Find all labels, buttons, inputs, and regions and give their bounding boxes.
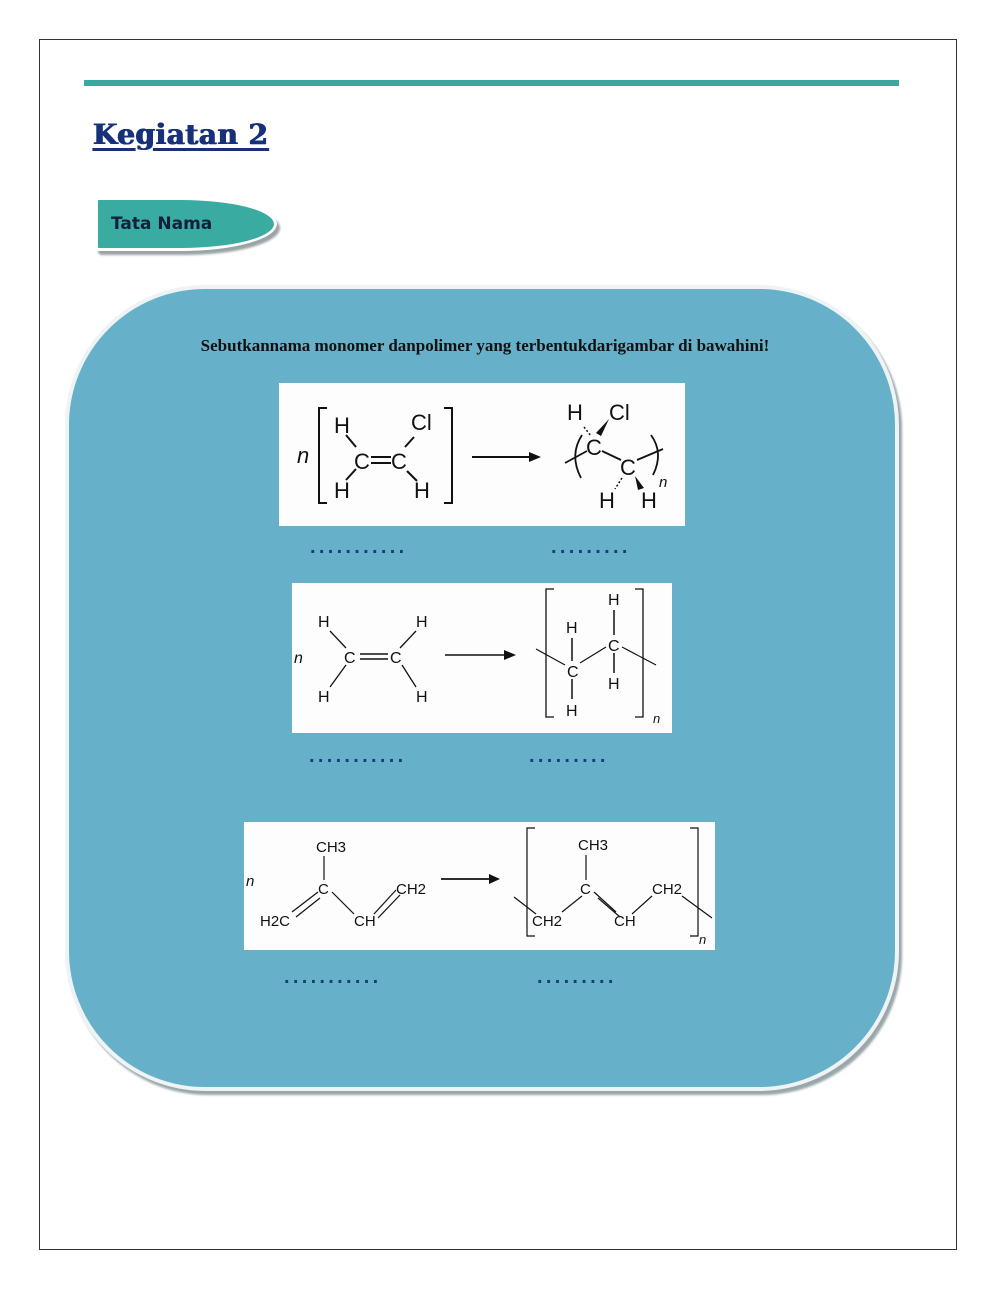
svg-text:CH3: CH3 <box>578 837 608 854</box>
polymer-answer-blank-3[interactable]: ......... <box>537 966 617 988</box>
svg-text:C: C <box>608 638 620 655</box>
monomer-answer-blank-1[interactable]: ........... <box>310 536 408 558</box>
reaction-image-ethylene: n H H C C H H H H C C H H n <box>292 583 672 733</box>
svg-text:H: H <box>416 614 428 631</box>
svg-text:n: n <box>659 474 667 491</box>
header-divider <box>84 80 899 86</box>
svg-text:CH3: CH3 <box>316 839 346 856</box>
reaction-image-vinyl-chloride: n H Cl C C H H H Cl C C H H n <box>279 383 685 526</box>
svg-text:H: H <box>318 689 330 706</box>
monomer-answer-blank-2[interactable]: ........... <box>309 745 407 767</box>
page-border <box>39 39 957 1250</box>
ethylene-structure: n H H C C H H H H C C H H n <box>294 588 660 726</box>
svg-text:H: H <box>608 676 620 693</box>
svg-text:n: n <box>246 873 254 890</box>
svg-text:C: C <box>318 881 329 898</box>
svg-text:H: H <box>334 478 350 503</box>
vinyl-chloride-structure: n H Cl C C H H H Cl C C H H n <box>297 400 667 513</box>
svg-text:Cl: Cl <box>411 410 432 435</box>
svg-text:H: H <box>566 620 578 637</box>
svg-text:H: H <box>608 592 620 609</box>
svg-text:H: H <box>414 478 430 503</box>
polymer-answer-blank-1[interactable]: ......... <box>551 536 631 558</box>
svg-text:H: H <box>318 614 330 631</box>
coefficient-n: n <box>297 443 309 468</box>
svg-text:C: C <box>390 650 402 667</box>
svg-text:C: C <box>391 449 407 474</box>
svg-text:n: n <box>699 932 706 947</box>
svg-text:H2C: H2C <box>260 913 290 930</box>
page-title: Kegiatan 2 <box>93 118 269 151</box>
svg-text:Cl: Cl <box>609 400 630 425</box>
svg-text:C: C <box>344 650 356 667</box>
instruction-text: Sebutkannama monomer danpolimer yang ter… <box>200 336 770 355</box>
svg-text:C: C <box>567 664 579 681</box>
svg-text:C: C <box>580 881 591 898</box>
svg-text:H: H <box>566 703 578 720</box>
monomer-answer-blank-3[interactable]: ........... <box>284 966 382 988</box>
svg-text:H: H <box>641 488 657 513</box>
svg-text:C: C <box>586 435 602 460</box>
isoprene-structure: n CH3 C H2C CH CH2 CH3 C CH2 CH CH2 n <box>246 827 713 947</box>
reaction-image-isoprene: n CH3 C H2C CH CH2 CH3 C CH2 CH CH2 n <box>244 822 715 950</box>
svg-text:CH2: CH2 <box>532 913 562 930</box>
svg-text:H: H <box>416 689 428 706</box>
svg-text:CH: CH <box>614 913 636 930</box>
svg-text:H: H <box>334 413 350 438</box>
svg-text:CH: CH <box>354 913 376 930</box>
svg-text:n: n <box>294 650 303 667</box>
svg-text:H: H <box>599 488 615 513</box>
polymer-answer-blank-2[interactable]: ......... <box>529 745 609 767</box>
section-tab-label: Tata Nama <box>111 214 213 234</box>
section-tab: Tata Nama <box>95 197 277 251</box>
svg-text:C: C <box>354 449 370 474</box>
svg-text:CH2: CH2 <box>396 881 426 898</box>
svg-text:C: C <box>620 455 636 480</box>
svg-text:n: n <box>653 711 660 726</box>
svg-text:H: H <box>567 400 583 425</box>
svg-text:CH2: CH2 <box>652 881 682 898</box>
